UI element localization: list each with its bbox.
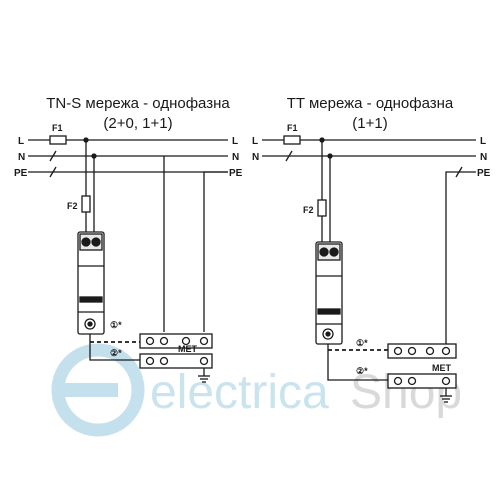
left-spd-bottom-screw-center [87,321,93,327]
left-terminal-met-1 [145,356,155,366]
right-fuse-F1-label: F1 [287,123,298,133]
right-spd-indicator [317,308,341,315]
left-spd-screw-2 [91,237,101,247]
watermark-logo-icon [51,343,145,437]
right-terminal-bar-top [387,343,457,359]
right-label-N-start: N [252,152,259,163]
right-wire-PE-to-bar [445,171,476,350]
left-spd-screw-1 [81,237,91,247]
right-terminal-top-2 [407,346,417,356]
right-subtitle: (1+1) [352,115,387,132]
right-fuse-F1 [283,135,301,145]
left-ground-icon [198,375,210,383]
left-terminal-top-1 [145,336,155,346]
left-fuse-F1-label: F1 [52,123,63,133]
left-fuse-F1 [49,135,67,145]
right-terminal-met-1 [393,376,403,386]
left-terminal-top-4 [199,336,209,346]
right-terminal-met-2 [407,376,417,386]
left-slash-PE [49,166,57,178]
right-title: TT мережа - однофазна [287,95,454,112]
left-terminal-met-2 [159,356,169,366]
watermark-text-part1: electrica [150,366,329,419]
right-label-L-start: L [252,136,258,147]
right-terminal-top-3 [425,346,435,356]
right-met-label: MET [432,363,452,373]
right-fuse-F2-label: F2 [303,205,314,215]
right-terminal-top-4 [441,346,451,356]
left-diagram: TN-S мережа - однофазна (2+0, 1+1) L N P… [14,95,243,383]
right-slash-PE [455,166,463,178]
left-terminal-top-3 [181,336,191,346]
right-note-1: ①* [356,338,368,348]
left-label-PE-end: PE [229,168,243,179]
left-slash-N [49,150,57,162]
right-terminal-bar-met [387,373,457,389]
left-label-N-end: N [232,152,239,163]
right-spd-module [315,241,343,345]
right-spd-screw-1 [319,247,329,257]
right-spd-bottom-screw-center [325,331,331,337]
right-label-PE-end: PE [477,168,491,179]
left-spd-indicator [79,296,103,303]
left-fuse-F2-label: F2 [67,201,78,211]
left-terminal-met-3 [199,356,209,366]
left-note-2: ②* [110,348,122,358]
left-terminal-bar-top [139,333,213,349]
right-note-2: ②* [356,366,368,376]
right-label-L-end: L [480,136,486,147]
right-terminal-met-3 [441,376,451,386]
left-terminal-top-2 [159,336,169,346]
left-note-1: ①* [110,320,122,330]
left-label-N-start: N [18,152,25,163]
right-label-N-end: N [480,152,487,163]
left-wire-PE-to-bar [203,171,228,332]
right-diagram: TT мережа - однофазна (1+1) L N L N PE F… [252,95,491,403]
left-met-label: MET [178,344,198,354]
left-terminal-bar-met [139,353,213,369]
left-title: TN-S мережа - однофазна [46,95,230,112]
left-spd-module [77,231,105,335]
left-fuse-F2 [81,195,91,213]
right-wire-spd-ground [327,350,388,381]
right-slash-N [285,150,293,162]
right-ground-icon [440,395,452,403]
right-spd-screw-2 [329,247,339,257]
left-subtitle: (2+0, 1+1) [103,115,172,132]
watermark: electrica Shop [51,343,462,437]
right-terminal-top-1 [393,346,403,356]
left-wire-spd-ground [89,342,140,361]
right-fuse-F2 [317,199,327,217]
left-label-L-start: L [18,136,24,147]
left-label-PE-start: PE [14,168,28,179]
left-label-L-end: L [232,136,238,147]
